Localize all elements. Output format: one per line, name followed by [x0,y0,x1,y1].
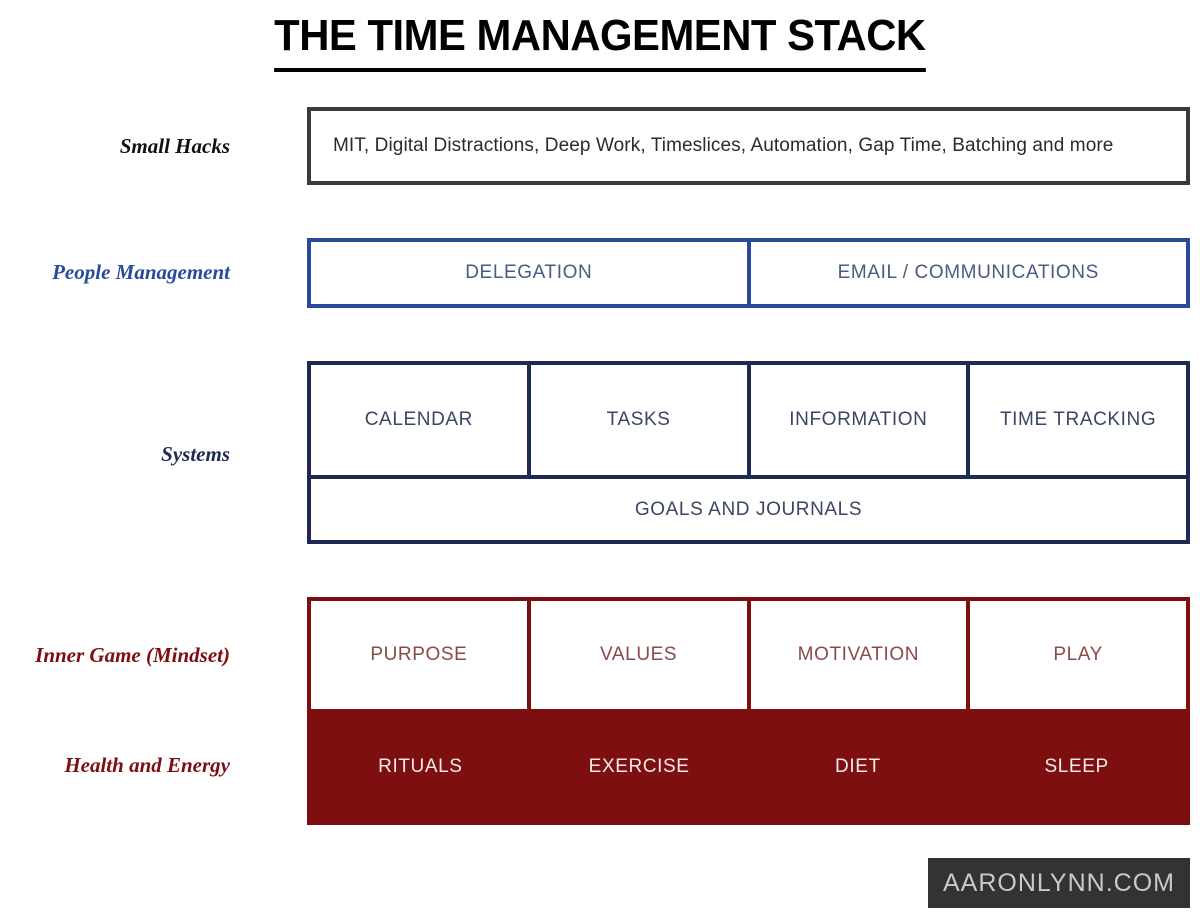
systems-cell-tasks: TASKS [526,365,747,475]
people-cell-email-communications: EMAIL / COMMUNICATIONS [746,242,1187,304]
small-hacks-band: MIT, Digital Distractions, Deep Work, Ti… [307,107,1190,185]
systems-cell-time-tracking: TIME TRACKING [966,365,1186,475]
watermark-text: AARONLYNN.COM [942,868,1175,897]
health-energy-row: RITUALS EXERCISE DIET SLEEP [311,709,1186,825]
systems-cell-information: INFORMATION [746,365,967,475]
health-cell-rituals: RITUALS [378,756,463,777]
row-label-health-and-energy: Health and Energy [64,753,230,777]
health-cell-sleep: SLEEP [1044,756,1109,777]
inner-game-cell-motivation: MOTIVATION [750,601,967,709]
systems-band: CALENDAR TASKS INFORMATION TIME TRACKING… [307,361,1190,544]
inner-game-health-band: PURPOSE VALUES MOTIVATION PLAY RITUALS E… [307,597,1190,825]
page-title: THE TIME MANAGEMENT STACK [0,10,1200,72]
row-label-small-hacks: Small Hacks [119,134,230,158]
row-label-people-management: People Management [52,260,230,284]
inner-game-row: PURPOSE VALUES MOTIVATION PLAY [311,601,1186,709]
people-management-band: DELEGATION EMAIL / COMMUNICATIONS [307,238,1190,308]
people-cell-delegation: DELEGATION [465,262,593,283]
small-hacks-cell: MIT, Digital Distractions, Deep Work, Ti… [333,135,1114,156]
inner-game-cell-values: VALUES [530,601,747,709]
row-label-inner-game: Inner Game (Mindset) [35,643,230,667]
watermark: AARONLYNN.COM [928,858,1190,908]
inner-game-cell-play: PLAY [970,601,1186,709]
systems-top-row: CALENDAR TASKS INFORMATION TIME TRACKING [311,365,1186,479]
page-title-text: THE TIME MANAGEMENT STACK [274,10,926,72]
health-cell-diet: DIET [835,756,881,777]
row-label-systems: Systems [161,442,230,466]
inner-game-cell-purpose: PURPOSE [311,601,527,709]
systems-cell-calendar: CALENDAR [364,409,474,430]
systems-cell-goals-and-journals: GOALS AND JOURNALS [634,498,863,520]
health-cell-exercise: EXERCISE [588,756,690,777]
